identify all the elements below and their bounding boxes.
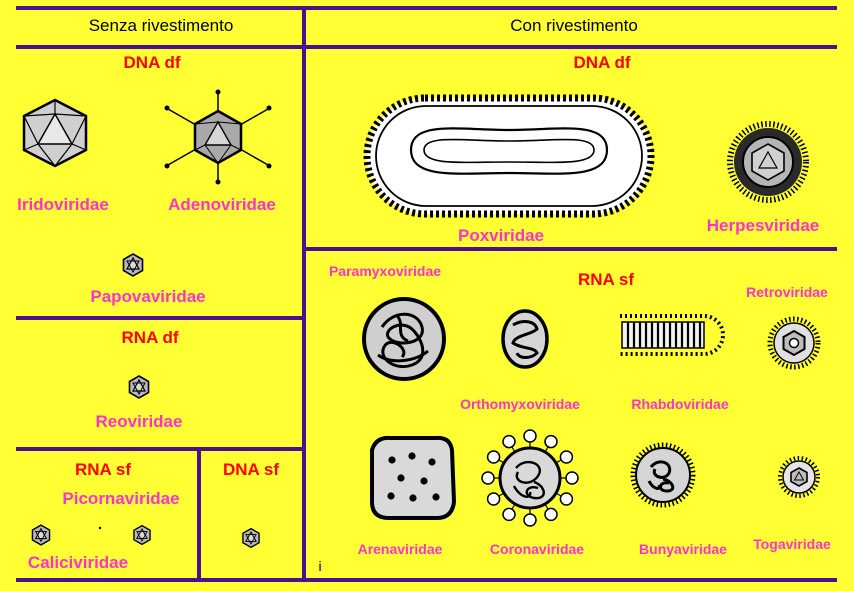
picornavirus-icon — [31, 524, 51, 546]
family-label-iridoviridae: Iridoviridae — [17, 195, 109, 214]
family-label-orthomyxoviridae: Orthomyxoviridae — [460, 396, 580, 412]
parvovirus-icon — [242, 527, 260, 549]
bunyavirus-icon — [630, 442, 696, 508]
retrovirus-icon — [767, 316, 821, 370]
family-label-retroviridae: Retroviridae — [746, 284, 828, 300]
orthomyxovirus-icon — [501, 309, 549, 369]
group-label-unenveloped-dna-ss: DNA sf — [222, 460, 280, 479]
family-label-arenaviridae: Arenaviridae — [357, 541, 443, 557]
family-label-togaviridae: Togaviridae — [753, 536, 831, 552]
family-label-rhabdoviridae: Rhabdoviridae — [631, 396, 729, 412]
header-unenveloped: Senza rivestimento — [88, 16, 234, 35]
family-label-bunyaviridae: Bunyaviridae — [639, 541, 727, 557]
iridovirus-icon — [22, 98, 88, 168]
adenovirus-icon — [164, 89, 272, 185]
group-label-enveloped-rna-ss: RNA sf — [577, 270, 635, 289]
family-label-papovaviridae: Papovaviridae — [90, 287, 206, 306]
herpesvirus-icon — [727, 121, 809, 203]
family-label-adenoviridae: Adenoviridae — [168, 195, 276, 214]
paramyxovirus-icon — [362, 297, 446, 381]
stray-mark: i — [318, 558, 322, 574]
group-label-unenveloped-dna-ds: DNA df — [123, 53, 181, 72]
group-label-unenveloped-rna-ss: RNA sf — [74, 460, 132, 479]
togavirus-icon — [778, 456, 820, 498]
family-label-coronaviridae: Coronaviridae — [489, 541, 585, 557]
reovirus-icon — [128, 375, 150, 399]
family-label-picornaviridae: Picornaviridae — [62, 489, 180, 508]
group-label-enveloped-dna-ds: DNA df — [573, 53, 631, 72]
family-label-poxviridae: Poxviridae — [458, 226, 544, 245]
rhabdovirus-icon — [620, 314, 725, 356]
family-label-caliciviridae: Caliciviridae — [27, 553, 129, 572]
poxvirus-icon — [363, 94, 655, 218]
papovavirus-icon — [122, 253, 144, 277]
family-label-herpesviridae: Herpesviridae — [706, 216, 820, 235]
speck-mark — [98, 526, 102, 530]
family-label-paramyxoviridae: Paramyxoviridae — [328, 263, 442, 279]
coronavirus-icon — [481, 429, 579, 527]
arenavirus-icon — [370, 435, 457, 520]
group-label-unenveloped-rna-ds: RNA df — [121, 328, 179, 347]
calicivirus-icon — [133, 524, 151, 546]
grid-lines — [16, 6, 837, 582]
family-label-reoviridae: Reoviridae — [95, 412, 183, 431]
header-enveloped: Con rivestimento — [510, 16, 638, 35]
